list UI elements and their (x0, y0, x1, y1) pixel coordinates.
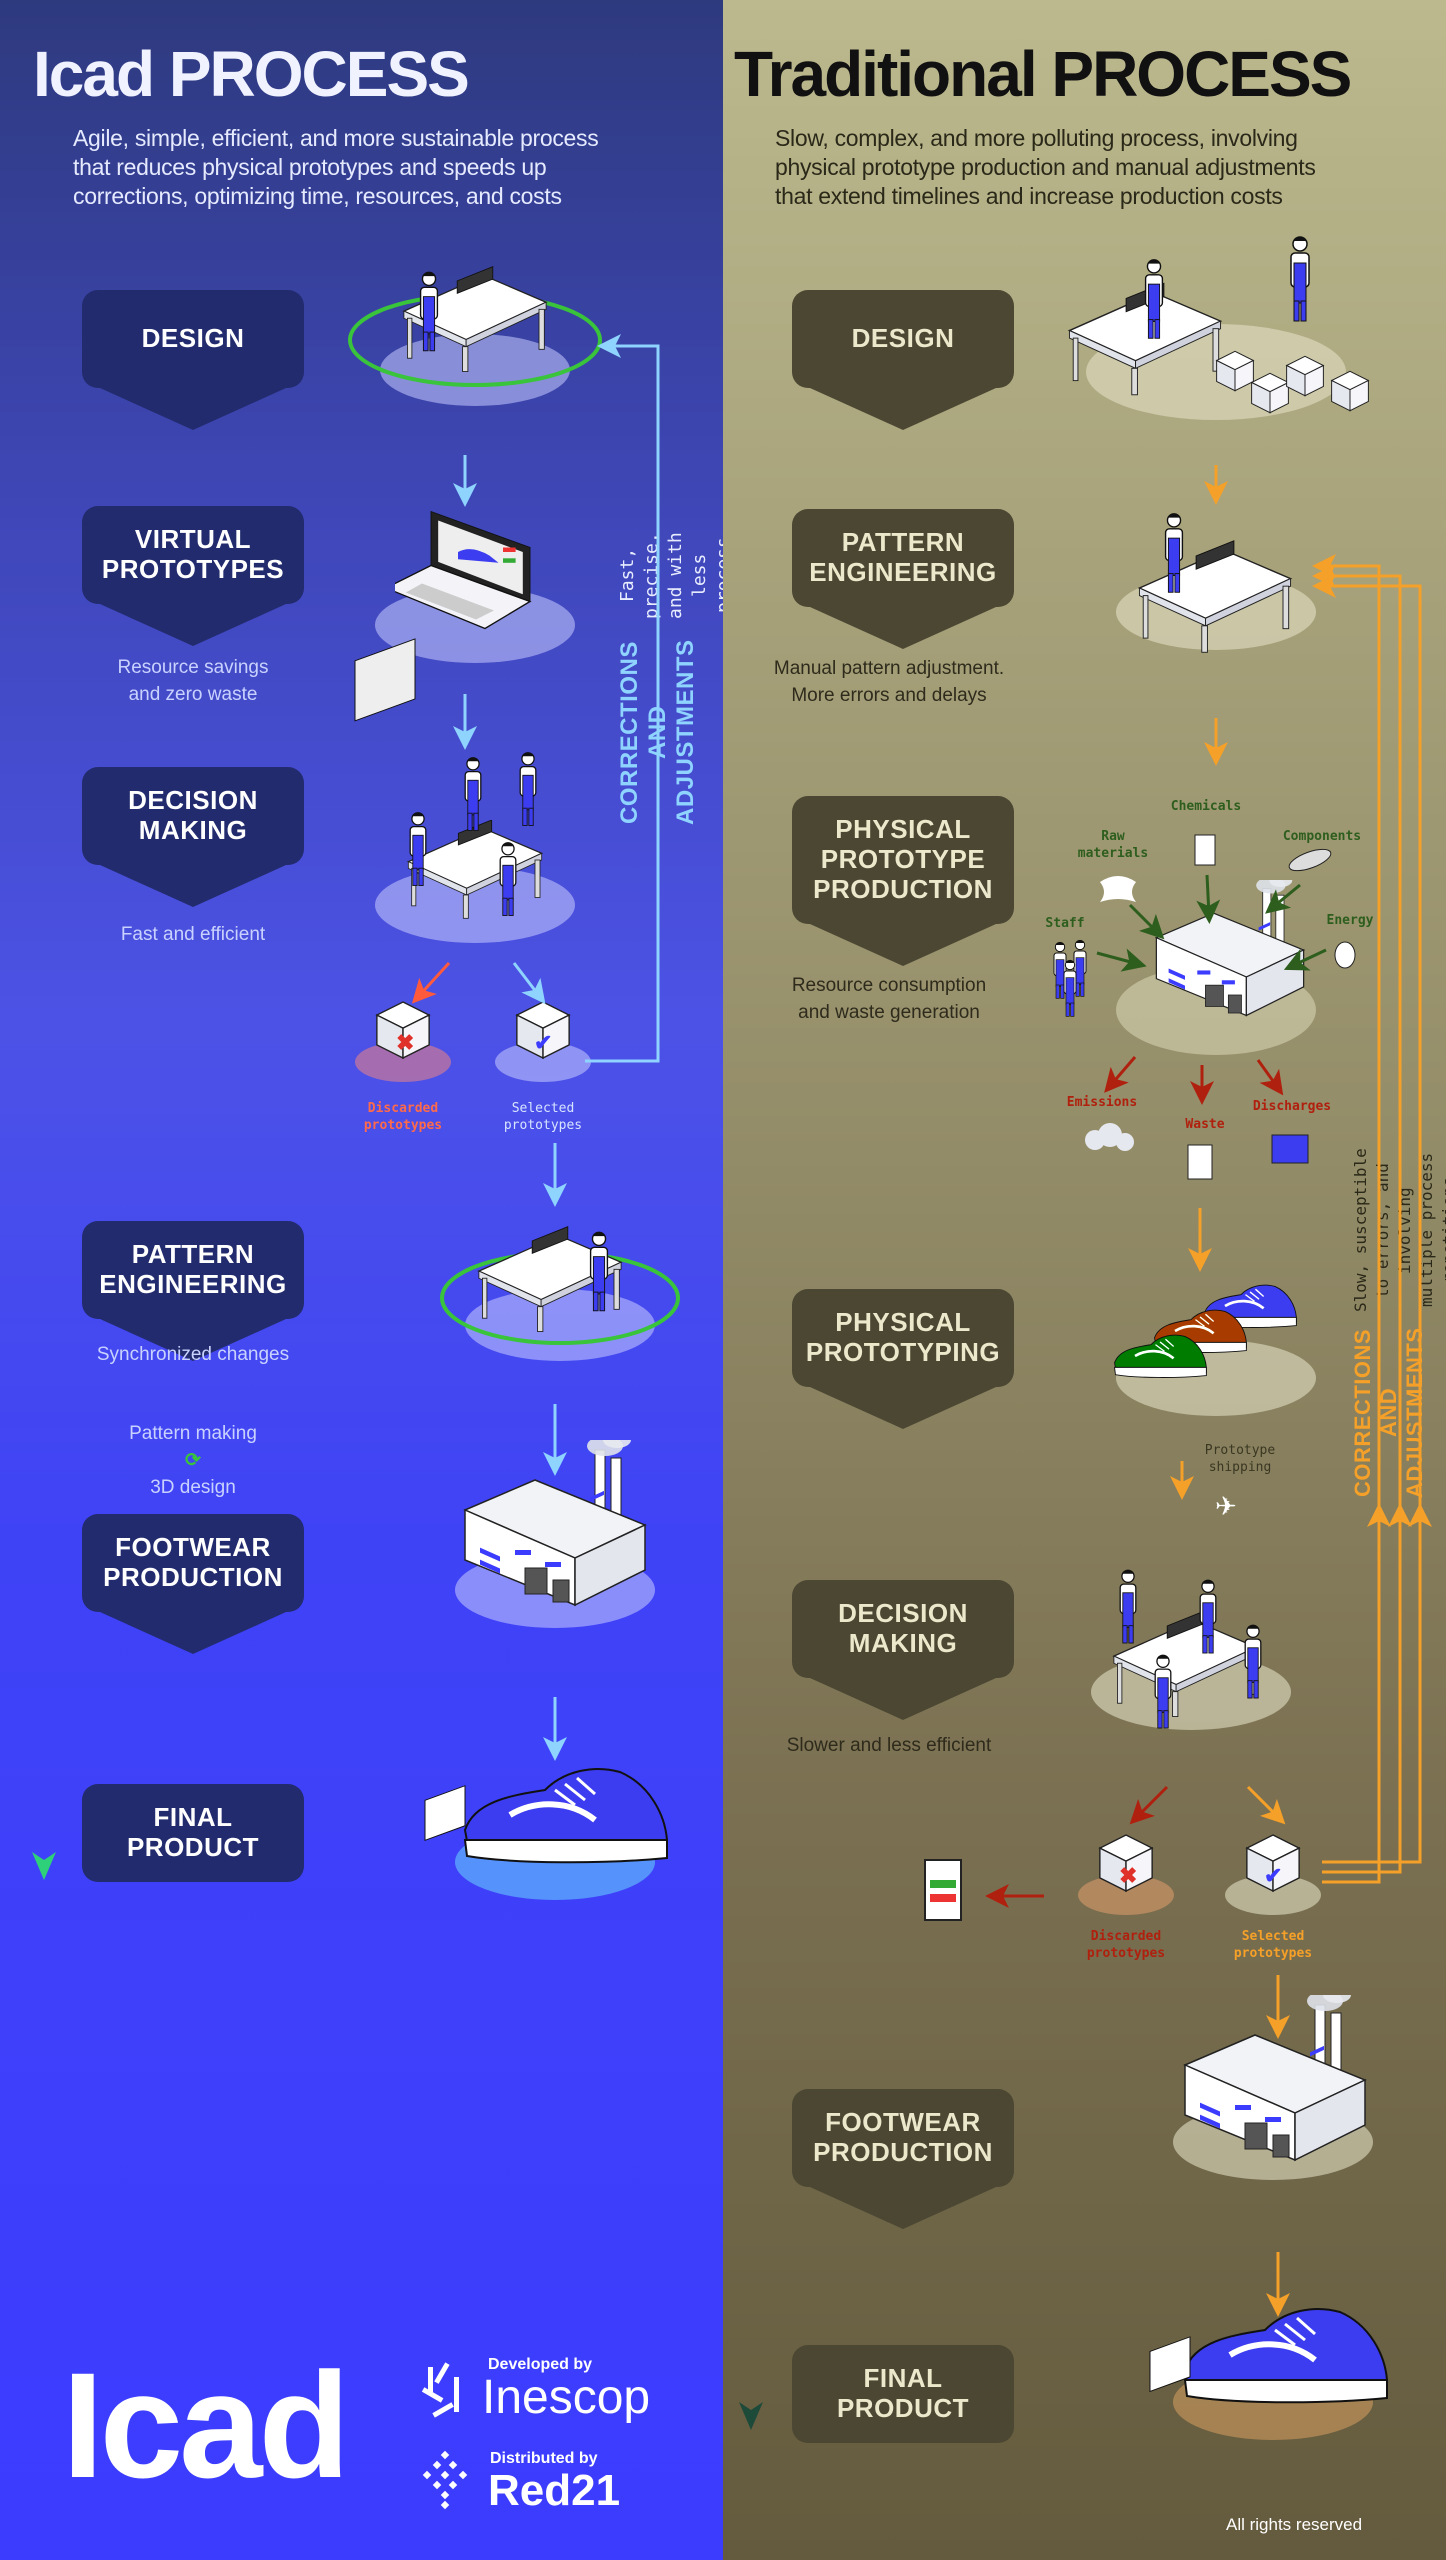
icad-caption-virtual: Resource savings and zero waste (117, 657, 269, 705)
red21-mark-icon (422, 2450, 468, 2510)
3d-design-text: 3D design (150, 1477, 236, 1498)
input-raw-materials-label: Raw materials (1077, 829, 1149, 861)
pattern-making-text: Pattern making (129, 1423, 257, 1444)
icad-stage-final-product: FINAL PRODUCT (82, 1784, 304, 1882)
inescop-text: Inescop (482, 2371, 651, 2424)
input-chemicals-label: Chemicals (1170, 799, 1242, 814)
trad-stage-physical-prototype-production: PHYSICAL PROTOTYPE PRODUCTION (792, 796, 1014, 924)
output-emissions-label: Emissions (1066, 1095, 1138, 1110)
trad-corrections-text: Slow, susceptible to errors, and involvi… (1351, 1148, 1446, 1313)
prototype-shipping-label: Prototype shipping (1204, 1443, 1276, 1475)
trad-stage-decision-making: DECISION MAKING (792, 1580, 1014, 1678)
icad-process-panel: Icad PROCESS Agile, simple, efficient, a… (0, 0, 723, 2560)
trad-caption-pattern: Manual pattern adjustment. More errors a… (773, 658, 1005, 706)
traditional-subtitle: Slow, complex, and more polluting proces… (775, 125, 1316, 209)
icad-logo: Icad (62, 2341, 350, 2509)
icad-title: Icad PROCESS (33, 38, 470, 110)
trad-stage-pattern-engineering: PATTERN ENGINEERING (792, 509, 1014, 607)
trad-caption-decision: Slower and less efficient (786, 1735, 992, 1756)
icad-stage-virtual-prototypes: VIRTUAL PROTOTYPES (82, 506, 304, 604)
trad-corrections-title: CORRECTIONS AND ADJUSTMENTS (1350, 1327, 1427, 1499)
trad-stage-footwear-production: FOOTWEAR PRODUCTION (792, 2089, 1014, 2187)
input-components-label: Components (1282, 829, 1362, 844)
icad-subtitle: Agile, simple, efficient, and more susta… (73, 125, 599, 209)
input-staff-label: Staff (1045, 916, 1085, 931)
inescop-mark-icon (421, 2362, 459, 2418)
rights-text: All rights reserved (1226, 2515, 1363, 2534)
icad-selected-label: Selected prototypes (503, 1101, 583, 1133)
traditional-title: Traditional PROCESS (734, 38, 1352, 110)
trad-stage-design: DESIGN (792, 290, 1014, 388)
output-waste-label: Waste (1185, 1117, 1225, 1132)
icad-stage-footwear-production: FOOTWEAR PRODUCTION (82, 1514, 304, 1612)
trad-corrections-note: CORRECTIONS AND ADJUSTMENTS Slow, suscep… (1350, 1140, 1446, 1502)
icad-stage-pattern-engineering: PATTERN ENGINEERING (82, 1221, 304, 1319)
trad-selected-label: Selected prototypes (1233, 1929, 1313, 1961)
distributed-by-text: Distributed by (490, 2450, 598, 2467)
icad-stage-decision-making: DECISION MAKING (82, 767, 304, 865)
developed-by-text: Developed by (488, 2356, 593, 2373)
trad-discarded-label: Discarded prototypes (1086, 1929, 1166, 1961)
trad-caption-production: Resource consumption and waste generatio… (791, 975, 987, 1023)
output-discharges-label: Discharges (1252, 1099, 1332, 1114)
icad-caption-pattern-1: Synchronized changes (96, 1344, 290, 1365)
trad-stage-final-product: FINAL PRODUCT (792, 2345, 1014, 2443)
red21-text: Red21 (488, 2466, 621, 2515)
icad-caption-pattern-2: Pattern making ⟳ 3D design (43, 1393, 343, 1501)
icad-discarded-label: Discarded prototypes (363, 1101, 443, 1133)
sync-icon: ⟳ (185, 1450, 201, 1471)
icad-caption-decision: Fast and efficient (120, 924, 266, 945)
trad-stage-physical-prototyping: PHYSICAL PROTOTYPING (792, 1289, 1014, 1387)
input-energy-label: Energy (1326, 913, 1374, 928)
icad-stage-design: DESIGN (82, 290, 304, 388)
